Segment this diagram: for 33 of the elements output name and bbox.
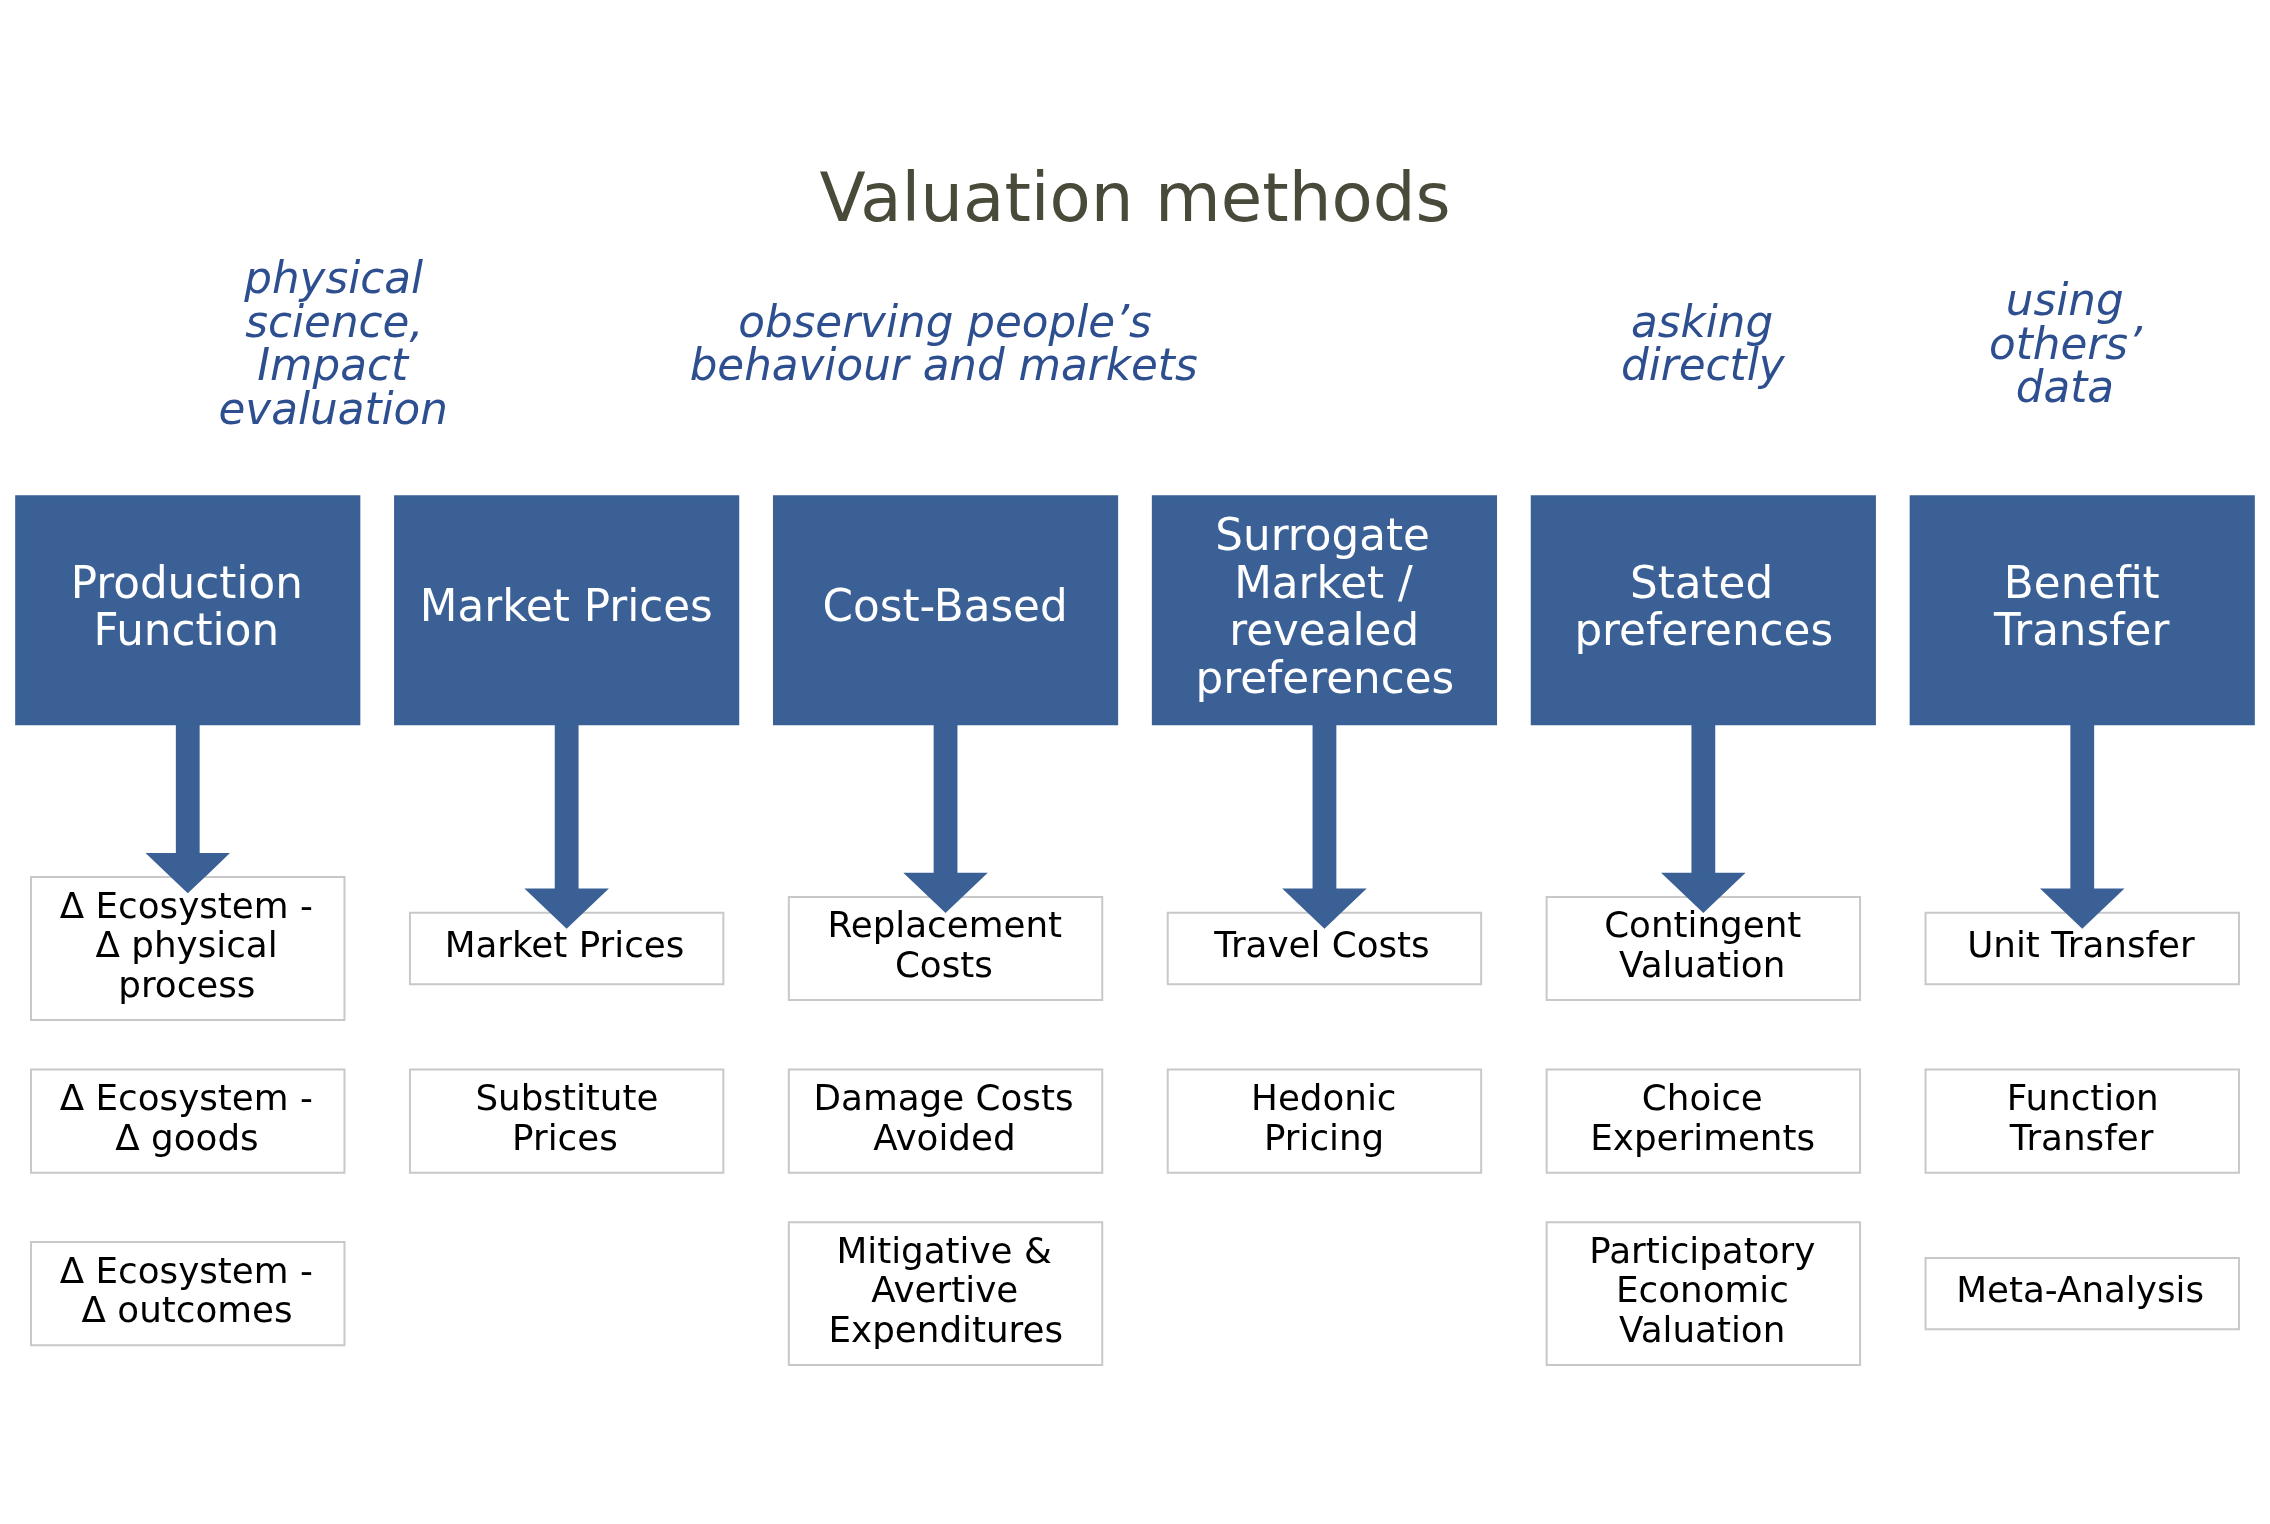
arrow [903,724,988,914]
node-box: Market Prices [408,911,725,986]
node-box: Benefit Transfer [1909,495,2255,726]
node-box: Hedonic Pricing [1166,1068,1483,1174]
node-box: Production Function [15,495,361,726]
node-box: Replacement Costs [787,895,1104,1002]
node-box: Travel Costs [1166,911,1483,986]
node-box: Market Prices [394,495,740,726]
node-box: Δ Ecosystem - Δ goods [30,1068,346,1174]
node-box: Participatory Economic Valuation [1545,1221,1862,1367]
node-box: Stated preferences [1530,495,1876,726]
node-box: Δ Ecosystem - Δ outcomes [30,1241,346,1347]
node-box: Damage Costs Avoided [787,1068,1104,1174]
node-box: Δ Ecosystem - Δ physical process [30,876,346,1021]
label: asking directly [1621,295,1785,391]
node-box: Choice Experiments [1545,1068,1862,1174]
node-box: Meta-Analysis [1924,1256,2240,1331]
label: physical science, Impact evaluation [218,252,448,434]
node-box: Function Transfer [1924,1068,2240,1174]
node-box: Cost-Based [772,495,1119,726]
label: using others’ data [1989,273,2142,413]
label: observing people’s behaviour and markets [689,295,1198,391]
node-box: Unit Transfer [1924,911,2240,986]
arrow [524,724,609,929]
arrow [1282,724,1367,929]
arrow [1661,724,1746,914]
arrow [145,724,231,894]
node-box: Mitigative & Avertive Expenditures [787,1221,1104,1367]
arrow [2039,724,2125,929]
diagram-title: Valuation methods [819,157,1451,237]
node-box: Contingent Valuation [1545,895,1862,1002]
node-box: Surrogate Market / revealed preferences [1151,495,1498,726]
node-box: Substitute Prices [408,1068,725,1174]
